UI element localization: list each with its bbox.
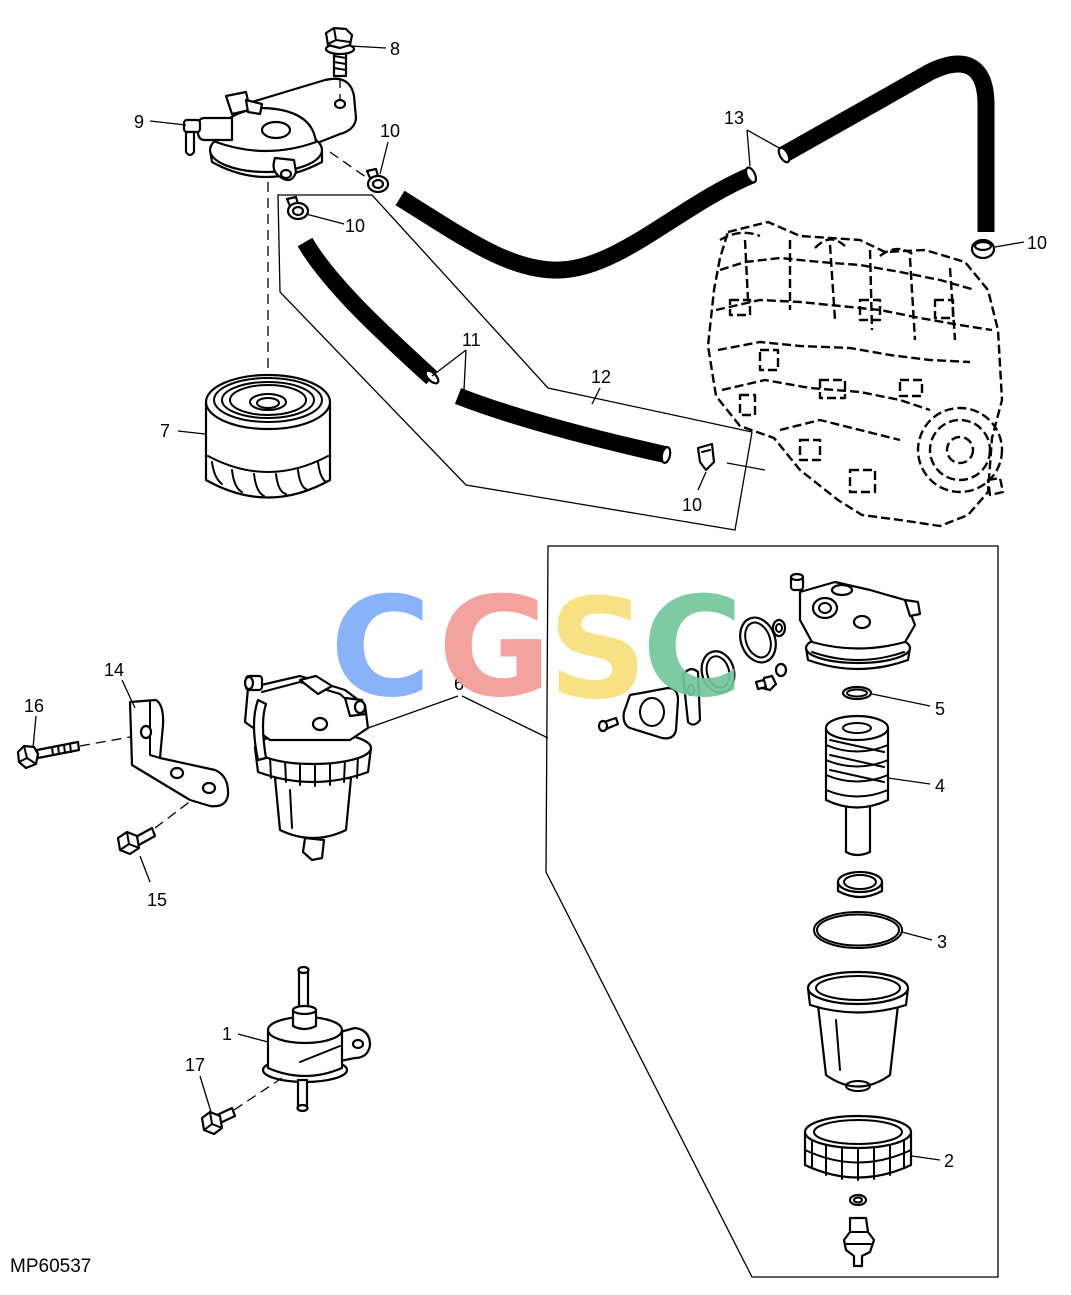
clamp-lower [696,442,716,472]
callout-10-left-clamp: 10 [345,216,365,236]
callout-labels: 8 9 10 10 13 10 11 12 7 10 14 16 6 5 4 1… [24,39,1047,1171]
callout-12: 12 [591,367,611,387]
detail-filter-head [789,572,922,671]
hose-group-outline [277,194,753,531]
callout-1: 1 [222,1024,232,1044]
callout-15: 15 [147,890,167,910]
figure-id: MP60537 [10,1256,91,1277]
engine-phantom [706,220,1005,528]
callout-10-right-clamp: 10 [1027,233,1047,253]
callout-16: 16 [24,696,44,716]
watermark-logo: C G S C [330,567,743,730]
filter-head-9 [182,77,358,182]
bolt-17 [200,1106,237,1136]
filter-cartridge-7 [204,373,332,499]
watermark-letter-c2: C [642,567,743,728]
watermark-letter-g: G [438,567,551,728]
callout-6: 6 [454,674,464,694]
hose-group-connector [726,462,766,471]
clamp-upper [365,167,390,194]
callout-8: 8 [390,39,400,59]
callout-4: 4 [935,776,945,796]
callout-10-lower-clamp: 10 [682,495,702,515]
drain-plug [842,1216,876,1268]
callout-7: 7 [160,421,170,441]
detail-frame [545,545,999,1278]
drain-plug-seal [848,1193,868,1207]
callout-17: 17 [185,1055,205,1075]
callout-13: 13 [724,108,744,128]
callout-2: 2 [944,1151,954,1171]
clamp-right [970,238,996,260]
bolt-15 [116,826,157,856]
bracket-14 [128,698,230,808]
clamp-left [285,195,310,221]
hose-13 [395,55,995,279]
watermark-letter-s: S [548,569,647,730]
filter-bowl [806,970,910,1092]
assembly-lines [79,78,371,1111]
fuel-filter-assembly-6 [243,674,373,862]
o-ring-3 [813,911,903,949]
fuel-pump-1 [261,965,372,1113]
bolt-16 [16,740,81,770]
bolt-8 [324,26,356,78]
watermark-letter-c1: C [330,567,431,728]
callout-14: 14 [104,660,124,680]
callout-5: 5 [935,699,945,719]
callout-3: 3 [937,932,947,952]
o-ring-5 [841,685,873,701]
ring-nut-2 [803,1114,913,1181]
detail-seals-gaskets [597,616,788,740]
leader-lines [32,45,1025,1161]
retaining-ring [836,870,884,899]
callout-10-upper-clamp: 10 [380,121,400,141]
callout-9: 9 [134,112,144,132]
filter-element-4 [824,714,890,857]
callout-11: 11 [462,330,481,350]
